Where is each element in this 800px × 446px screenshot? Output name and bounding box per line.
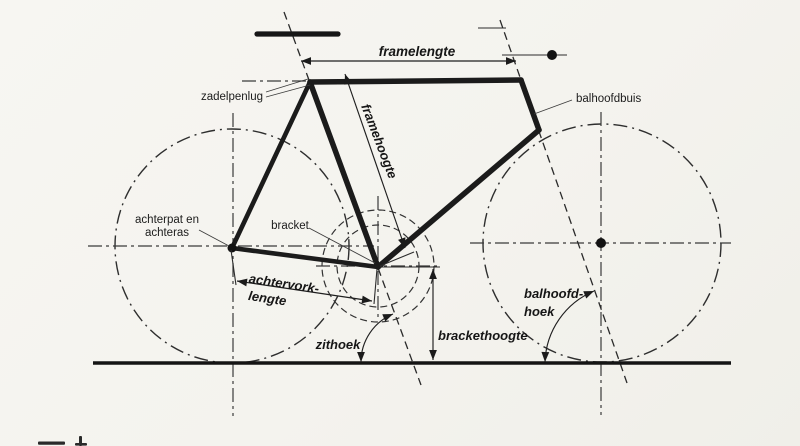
- balhoofdbuis-leader: [533, 99, 573, 115]
- head-tube: [518, 77, 542, 133]
- achtervork-extension-right: [373, 268, 378, 305]
- framelengte-label: framelengte: [379, 44, 456, 59]
- zithoek-label: zithoek: [315, 337, 362, 352]
- balhoofdhoek-label-line2: hoek: [524, 304, 555, 319]
- achtervorklengte-dimension-line: [236, 278, 373, 304]
- achterpat-leader: [198, 229, 230, 247]
- achterpat-label-line2: achteras: [145, 227, 189, 239]
- rear-axle-dot: [227, 243, 237, 253]
- zadelpenlug-label: zadelpenlug: [201, 91, 263, 103]
- seat-stay: [229, 79, 313, 251]
- zithoek-angle-arc: [357, 313, 394, 363]
- achtervorklengte-label-line2: lengte: [247, 288, 287, 308]
- chain-stay: [229, 245, 381, 270]
- achterpat-label-line1: achterpat en: [135, 214, 199, 226]
- zadelpenlug-leader-2: [265, 84, 311, 98]
- bracket-label: bracket: [271, 220, 310, 232]
- down-tube: [375, 127, 542, 270]
- brackethoogte-label: brackethoogte: [438, 328, 528, 343]
- framehoogte-dimension-line: [344, 73, 406, 249]
- cropped-caption-artifact: [38, 436, 87, 446]
- handlebar-dot: [547, 50, 557, 60]
- framehoogte-extension: [379, 251, 415, 267]
- balhoofdhoek-angle-arc: [541, 290, 595, 363]
- balhoofdhoek-label-line1: balhoofd-: [524, 286, 583, 301]
- top-tube: [307, 77, 524, 85]
- balhoofdbuis-label: balhoofdbuis: [576, 93, 641, 105]
- achtervorklengte-label-group: achtervork- lengte: [247, 271, 320, 309]
- achtervork-extension-left: [230, 249, 237, 286]
- framehoogte-label: framehoogte: [358, 102, 400, 181]
- zadelpenlug-leader-1: [265, 78, 309, 93]
- bracket-leader: [308, 227, 376, 264]
- front-hub-dot: [596, 238, 606, 248]
